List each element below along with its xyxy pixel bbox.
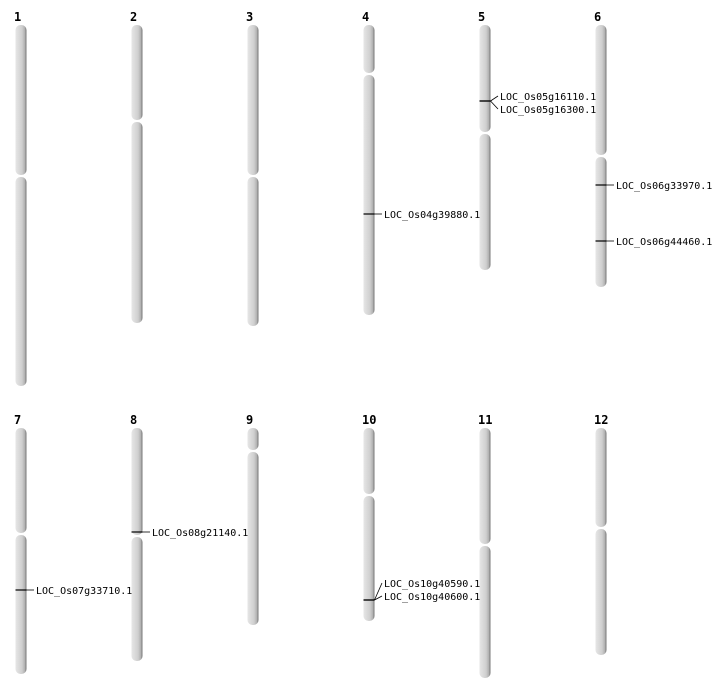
chromosome-9: 9 [246,413,259,625]
chromosome-arm-short [363,428,375,494]
gene-label: LOC_Os05g16110.1 [500,92,596,103]
chromosome-arm-short [15,25,27,175]
chromosome-arm-short [595,428,607,527]
chromosome-label: 10 [362,413,376,427]
chromosome-label: 5 [478,10,485,24]
chromosome-arm-long [131,122,143,323]
chromosome-arm-long [479,546,491,678]
chromosome-arm-short [595,25,607,155]
chromosome-12: 12 [594,413,608,655]
chromosome-arm-long [247,452,259,625]
chromosome-arm-short [131,428,143,535]
chromosome-arm-long [363,75,375,315]
gene-label: LOC_Os04g39880.1 [384,210,480,221]
gene-label: LOC_Os06g33970.1 [616,181,712,192]
gene-label: LOC_Os10g40600.1 [384,592,480,603]
gene-leader-line [374,595,383,601]
chromosome-11: 11 [478,413,492,678]
gene-label: LOC_Os06g44460.1 [616,237,712,248]
gene-leader-line [374,582,383,601]
chromosome-arm-short [479,25,491,132]
chromosome-arm-long [131,537,143,661]
chromosome-label: 4 [362,10,369,24]
gene-label: LOC_Os07g33710.1 [36,586,132,597]
chromosome-arm-long [595,157,607,287]
chromosome-arm-long [247,177,259,326]
chromosome-2: 2 [130,10,143,323]
chromosome-label: 8 [130,413,137,427]
chromosome-label: 11 [478,413,492,427]
chromosome-3: 3 [246,10,259,326]
gene-leader-line [490,95,499,102]
chromosome-label: 9 [246,413,253,427]
chromosome-arm-long [363,496,375,621]
chromosome-arm-short [247,25,259,175]
chromosome-arm-short [15,428,27,533]
gene-label: LOC_Os05g16300.1 [500,105,596,116]
chromosome-label: 7 [14,413,21,427]
chromosome-arm-short [363,25,375,73]
gene-leader-line [490,100,499,110]
chromosome-arm-long [595,529,607,655]
chromosome-arm-short [131,25,143,120]
chromosome-arm-long [15,177,27,386]
gene-label: LOC_Os10g40590.1 [384,579,480,590]
chromosome-label: 2 [130,10,137,24]
chromosome-label: 1 [14,10,21,24]
chromosome-label: 12 [594,413,608,427]
chromosome-arm-long [15,535,27,674]
gene-label: LOC_Os08g21140.1 [152,528,248,539]
chromosome-label: 6 [594,10,601,24]
chromosome-arm-long [479,134,491,270]
chromosome-1: 1 [14,10,27,386]
chromosome-arm-short [479,428,491,544]
chromosome-arm-short [247,428,259,450]
chromosome-label: 3 [246,10,253,24]
